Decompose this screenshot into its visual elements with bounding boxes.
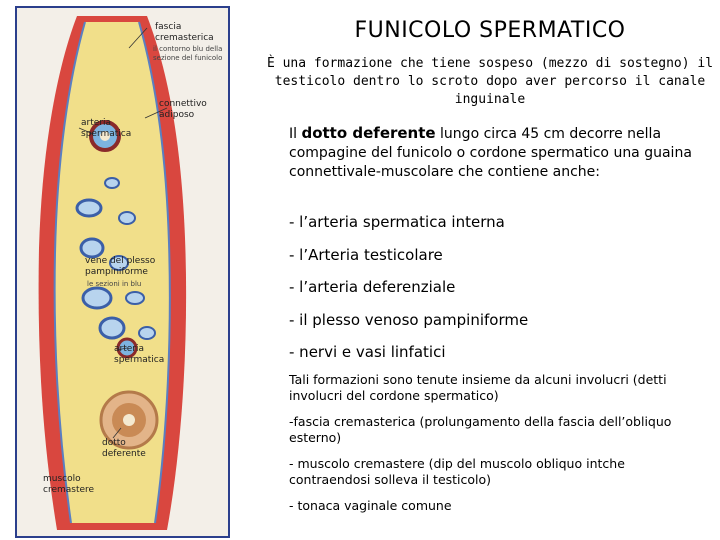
- page-subtitle: È una formazione che tiene sospeso (mezz…: [266, 56, 714, 107]
- label-adiposo: adiposo: [159, 110, 195, 120]
- vena-pampiniforme: [138, 326, 156, 340]
- label-arteria-1: arteria: [81, 118, 111, 128]
- label-cremastere: cremastere: [43, 485, 95, 495]
- vena-pampiniforme: [75, 198, 103, 218]
- label-fascia-note-1: il contorno blu della: [153, 45, 223, 53]
- label-cremasterica: cremasterica: [155, 33, 214, 43]
- label-connettivo: connettivo: [159, 99, 207, 109]
- list-item: - l’Arteria testicolare: [289, 246, 443, 264]
- funicolo-cross-section-figure: fascia cremasterica il contorno blu dell…: [15, 6, 230, 538]
- vena-pampiniforme: [109, 255, 129, 271]
- intro-prefix: Il: [289, 126, 302, 142]
- label-spermatica-1: spermatica: [81, 129, 132, 139]
- page-title: FUNICOLO SPERMATICO: [354, 18, 626, 43]
- list-item: - l’arteria deferenziale: [289, 278, 456, 296]
- label-fascia-note-2: sezione del funicolo: [153, 54, 223, 62]
- intro-term: dotto deferente: [301, 124, 436, 142]
- cross-section-illustration: [38, 16, 187, 530]
- vena-pampiniforme: [81, 286, 113, 310]
- label-spermatica-2: spermatica: [114, 355, 165, 365]
- label-arteria-2: arteria: [114, 344, 144, 354]
- note-item: Tali formazioni sono tenute insieme da a…: [289, 372, 667, 403]
- label-vene-note: le sezioni in blu: [87, 280, 142, 288]
- vena-pampiniforme: [104, 177, 120, 189]
- list-item: - nervi e vasi linfatici: [289, 343, 446, 361]
- vena-pampiniforme: [118, 211, 136, 225]
- label-pampiniforme: pampiniforme: [85, 267, 148, 277]
- note-item: - tonaca vaginale comune: [289, 498, 452, 513]
- label-deferente: deferente: [102, 449, 146, 459]
- vena-pampiniforme: [98, 316, 126, 340]
- vena-pampiniforme: [125, 291, 145, 305]
- intro-paragraph: Il dotto deferente lungo circa 45 cm dec…: [289, 124, 709, 182]
- fascia-cremasterica-outline: [53, 21, 86, 524]
- note-item: -fascia cremasterica (prolungamento dell…: [289, 414, 672, 445]
- list-item: - il plesso venoso pampiniforme: [289, 311, 529, 329]
- intro-rest: lungo circa 45 cm decorre nella compagin…: [289, 126, 692, 180]
- label-vene-plesso: vene del plesso: [85, 256, 156, 266]
- label-dotto: dotto: [102, 438, 126, 448]
- list-item: - l’arteria spermatica interna: [289, 213, 505, 231]
- vena-pampiniforme: [79, 237, 105, 259]
- label-muscolo: muscolo: [43, 474, 81, 484]
- note-item: - muscolo cremastere (dip del muscolo ob…: [289, 456, 625, 487]
- label-fascia: fascia: [155, 22, 182, 32]
